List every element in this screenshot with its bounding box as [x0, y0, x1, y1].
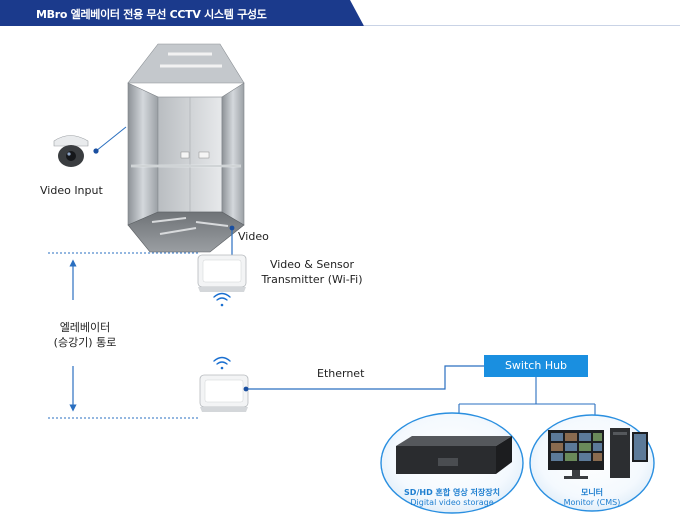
- video-link-dot: [229, 225, 235, 231]
- camera-link-line: [95, 126, 127, 152]
- wifi-receive-icon: [213, 356, 231, 370]
- shaft-label-line2: (승강기) 통로: [53, 336, 117, 349]
- transmitter-device-image: [197, 254, 247, 292]
- wifi-signal-icon: [213, 292, 231, 307]
- monitor-label-ko: 모니터: [580, 488, 604, 497]
- receiver-device-image: [199, 374, 249, 412]
- elevator-car-image: [127, 43, 245, 253]
- dome-camera-icon: [53, 135, 89, 167]
- monitor-label-en: Monitor (CMS): [563, 498, 621, 507]
- video-label: Video: [238, 230, 269, 243]
- page-title: MBro 엘레베이터 전용 무선 CCTV 시스템 구성도: [36, 8, 267, 21]
- video-input-label: Video Input: [40, 184, 103, 197]
- banner-shape: [0, 0, 680, 26]
- ethernet-label: Ethernet: [317, 367, 365, 380]
- ethernet-line: [246, 365, 484, 390]
- camera-link-dot: [93, 148, 99, 154]
- storage-label-en: Digital video storage: [410, 498, 494, 507]
- storage-label-ko: SD/HD 혼합 영상 저장장치: [404, 488, 500, 497]
- transmitter-label-line2: Transmitter (Wi-Fi): [261, 273, 363, 286]
- ethernet-link-dot: [243, 386, 249, 392]
- title-banner: MBro 엘레베이터 전용 무선 CCTV 시스템 구성도: [0, 0, 680, 26]
- switch-hub-box: Switch Hub: [484, 355, 588, 377]
- monitor-bubble: [529, 414, 655, 512]
- storage-bubble: [380, 412, 524, 514]
- transmitter-label-line1: Video & Sensor: [269, 258, 355, 271]
- shaft-label-line1: 엘레베이터: [59, 321, 111, 334]
